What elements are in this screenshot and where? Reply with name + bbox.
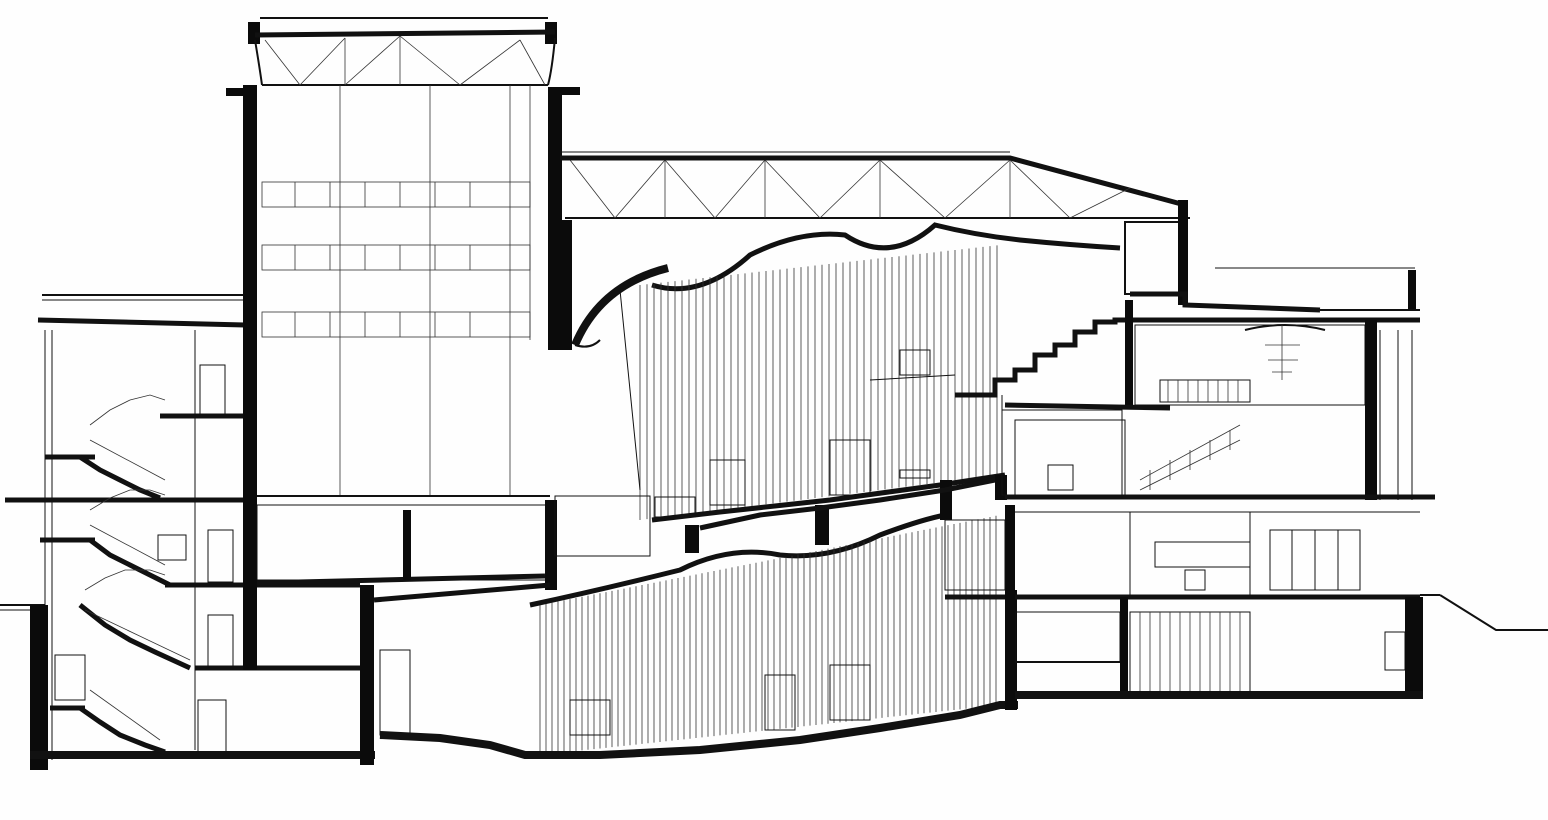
left-lobby-block [5, 294, 375, 770]
structure-details [554, 289, 1123, 591]
lower-seating-stripes [539, 515, 997, 755]
right-foyer-block [945, 200, 1435, 705]
upper-seating-stripes [639, 245, 998, 520]
stage-tower [226, 17, 580, 670]
upper-auditorium [560, 151, 1190, 523]
chandelier [1265, 325, 1300, 380]
lower-auditorium [360, 475, 1018, 765]
